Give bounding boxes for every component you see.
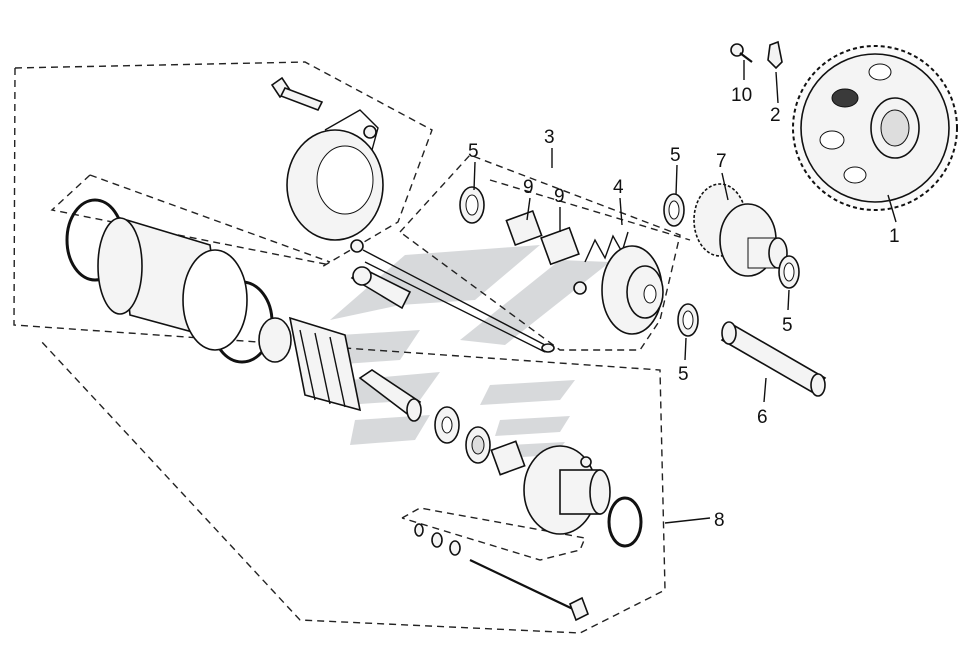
front-needle-bearing xyxy=(490,440,526,476)
terminal-lead xyxy=(350,239,555,353)
callout-9-b: 9 xyxy=(554,186,565,207)
callout-9-a: 9 xyxy=(523,177,534,198)
front-cover xyxy=(523,445,611,535)
ring-gear xyxy=(792,45,958,211)
callout-7: 7 xyxy=(716,151,727,172)
watermark-logo xyxy=(330,245,610,458)
washer-5-left xyxy=(459,186,485,224)
armature xyxy=(258,316,422,422)
callout-2: 2 xyxy=(770,105,781,126)
idler-gear xyxy=(693,183,788,277)
group-8-dashed-outline xyxy=(13,61,666,634)
washer-5-right xyxy=(778,255,800,289)
rear-cover xyxy=(286,109,384,241)
washer-5-gear xyxy=(663,193,685,227)
callout-5-right: 5 xyxy=(782,315,793,336)
motor-housing xyxy=(97,216,248,351)
callout-5-gear: 5 xyxy=(670,145,681,166)
washer-5-lower xyxy=(677,303,699,337)
callout-10: 10 xyxy=(731,85,752,106)
hardware-dashed-outline xyxy=(401,507,586,561)
callout-6: 6 xyxy=(757,407,768,428)
front-seal xyxy=(465,426,491,464)
cover-bolt xyxy=(270,76,324,112)
through-bolt xyxy=(469,559,590,622)
clip-2 xyxy=(767,40,783,70)
group-3-dashed-outline xyxy=(399,154,691,351)
needle-bearing-9-a xyxy=(505,209,543,247)
callout-3: 3 xyxy=(544,127,555,148)
clutch-gear-4 xyxy=(573,231,664,335)
callout-4: 4 xyxy=(613,177,624,198)
leader-lines xyxy=(473,60,897,524)
callout-5-left: 5 xyxy=(468,141,479,162)
shaft xyxy=(720,321,827,397)
front-washer xyxy=(434,406,460,444)
callout-5-lower: 5 xyxy=(678,364,689,385)
callout-1: 1 xyxy=(889,226,900,247)
small-washers xyxy=(414,523,461,556)
brush-holder xyxy=(350,266,412,310)
callout-labels: 1 2 3 4 5 5 5 5 6 7 8 9 9 10 xyxy=(468,85,900,531)
front-o-ring xyxy=(607,496,643,548)
callout-8: 8 xyxy=(714,510,725,531)
bolt-10 xyxy=(730,43,753,63)
needle-bearing-9-b xyxy=(540,226,580,266)
